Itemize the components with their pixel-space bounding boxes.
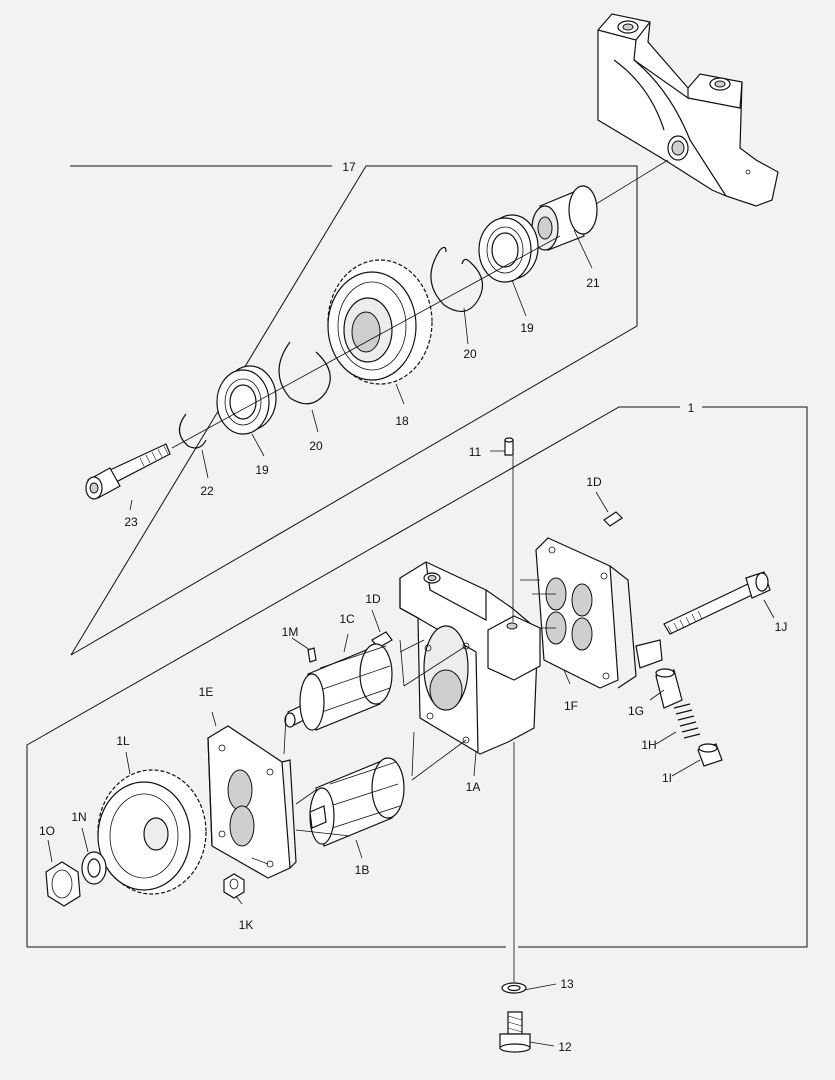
axis-line-misc (251, 579, 556, 865)
callout-13: 13 (560, 977, 574, 991)
dowel-pin-1D-top (603, 511, 623, 527)
callout-1D-top: 1D (586, 475, 602, 489)
valve-plunger-1G (655, 668, 683, 709)
circlip-20-lower (278, 341, 331, 405)
axis-line-plate (283, 715, 351, 837)
callout-1A: 1A (466, 780, 481, 794)
pump-body-1A (399, 561, 541, 755)
callout-22: 22 (200, 484, 214, 498)
pin-11 (504, 437, 514, 456)
helical-gear-18 (327, 259, 433, 385)
bolt-23 (85, 443, 171, 500)
callout-1J: 1J (775, 620, 788, 634)
spur-gear-1L (97, 769, 207, 895)
bushing-21 (531, 185, 598, 251)
axis-line-drive (399, 639, 467, 687)
callout-18: 18 (395, 414, 409, 428)
callout-17: 17 (342, 160, 356, 174)
callout-23: 23 (124, 515, 138, 529)
callout-1O: 1O (39, 824, 55, 838)
callout-1B: 1B (355, 863, 370, 877)
spring-1H (673, 703, 701, 739)
washer-13 (501, 982, 527, 994)
callout-11: 11 (469, 445, 482, 459)
callout-20-upper: 20 (463, 347, 477, 361)
mounting-bracket (597, 13, 779, 207)
snap-ring-22 (178, 413, 207, 449)
callout-1G: 1G (628, 704, 644, 718)
bearing-19-lower (216, 365, 277, 435)
callout-1F: 1F (564, 699, 578, 713)
callout-1K: 1K (239, 918, 254, 932)
cover-plate-1F (535, 537, 663, 689)
callout-1: 1 (688, 401, 695, 415)
callout-1N: 1N (71, 810, 86, 824)
axis-line-upper (171, 159, 669, 449)
bolt-12 (499, 1011, 531, 1053)
callout-12: 12 (558, 1040, 572, 1054)
nut-1O (45, 861, 81, 907)
callout-1L: 1L (116, 734, 130, 748)
circlip-20-upper (430, 246, 484, 312)
end-plate-1E (207, 725, 297, 879)
drive-gear-1C (284, 643, 393, 731)
group-box-17 (70, 165, 638, 656)
callout-leaders (47, 229, 775, 1047)
plug-1I (697, 743, 723, 767)
nut-1K (223, 873, 245, 899)
callout-19-upper: 19 (520, 321, 534, 335)
key-1M (307, 647, 317, 663)
washer-1N (81, 851, 107, 885)
callout-20-lower: 20 (309, 439, 323, 453)
callout-1E: 1E (199, 685, 214, 699)
bolt-1J (663, 571, 771, 635)
callout-21: 21 (586, 276, 600, 290)
bearing-19-upper (478, 214, 539, 283)
callout-1C: 1C (339, 612, 355, 626)
callout-1D-mid: 1D (365, 592, 381, 606)
axis-line-vertical (512, 456, 515, 982)
callout-19-lower: 19 (255, 463, 269, 477)
callout-1M: 1M (282, 625, 299, 639)
callout-1H: 1H (641, 738, 656, 752)
axis-line-driven (411, 731, 467, 781)
driven-gear-1B (309, 757, 405, 847)
callout-1I: 1I (662, 771, 672, 785)
